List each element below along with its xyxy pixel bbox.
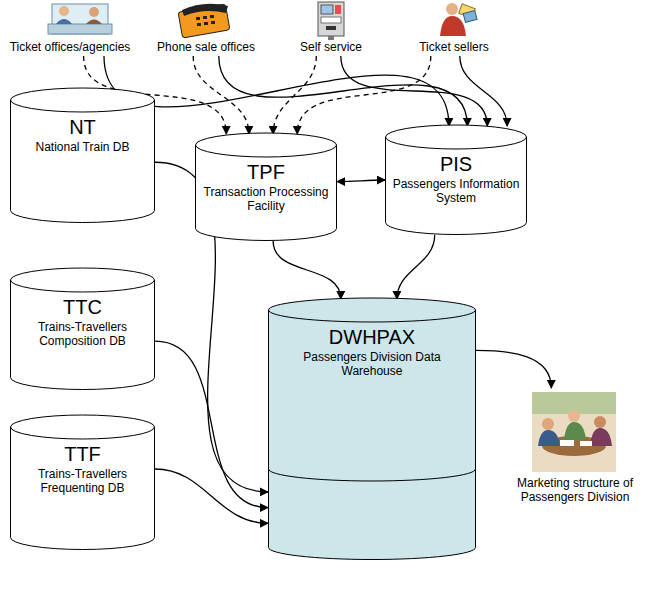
node-content: TTCTrains-Travellers Composition DB	[10, 268, 155, 354]
node-text: Passengers Information System	[391, 177, 521, 205]
source-label: Marketing structure of Passengers Divisi…	[496, 388, 654, 512]
source-label: Ticket offices/agencies	[2, 2, 138, 56]
node-content: Ticket sellers	[396, 2, 512, 56]
source-label: Ticket sellers	[396, 2, 512, 56]
flow-arrow	[341, 56, 487, 126]
flow-arrow	[460, 56, 507, 126]
phone-icon	[178, 4, 230, 38]
ticket-seller-icon	[440, 3, 477, 36]
flow-arrow	[273, 241, 341, 299]
flow-arrow	[397, 235, 435, 299]
node-content: TTFTrains-Travellers Frequenting DB	[10, 415, 155, 501]
flow-arrow	[155, 341, 268, 507]
cylinder-outline	[10, 88, 155, 223]
flow-arrow	[193, 56, 249, 134]
node-text: Trains-Travellers Frequenting DB	[16, 467, 149, 495]
node-content: Phone sale offices	[142, 2, 270, 56]
database-cylinder: NT National Train DB	[10, 88, 155, 223]
node-content: NT National Train DB	[10, 88, 155, 160]
db-name: TPF	[201, 161, 331, 183]
source-label: Self service	[282, 2, 380, 56]
node-text: National Train DB	[16, 140, 149, 154]
marketing-meeting-icon	[532, 392, 616, 472]
node-text: Phone sale offices	[144, 40, 268, 54]
node-text: Ticket sellers	[398, 40, 510, 54]
node-text: Transaction Processing Facility	[201, 185, 331, 213]
node-content: Ticket offices/agencies	[2, 2, 138, 56]
node-content: PISPassengers Information System	[385, 125, 527, 211]
ticket-office-icon	[48, 4, 112, 34]
flow-arrow	[104, 56, 449, 126]
database-cylinder: TPFTransaction Processing Facility	[195, 133, 337, 241]
node-content: Marketing structure of Passengers Divisi…	[496, 388, 654, 506]
flow-arrow	[273, 56, 316, 134]
node-content: DWHPAXPassengers Division Data Warehouse	[268, 298, 476, 384]
flow-arrow	[337, 180, 385, 182]
db-name: PIS	[391, 153, 521, 175]
flow-arrow	[476, 350, 551, 388]
database-cylinder: TTCTrains-Travellers Composition DB	[10, 268, 155, 390]
database-cylinder: DWHPAXPassengers Division Data Warehouse	[268, 298, 476, 560]
node-text: Ticket offices/agencies	[4, 40, 136, 54]
db-name: NT	[16, 116, 149, 138]
node-text: Self service	[284, 40, 378, 54]
node-text: Passengers Division Data Warehouse	[274, 350, 470, 378]
database-cylinder: PISPassengers Information System	[385, 125, 527, 235]
node-text: Trains-Travellers Composition DB	[16, 320, 149, 348]
db-name: TTF	[16, 443, 149, 465]
database-cylinder: TTFTrains-Travellers Frequenting DB	[10, 415, 155, 550]
flow-arrow	[297, 56, 431, 134]
ticket-machine-icon	[318, 2, 344, 40]
node-content: TPFTransaction Processing Facility	[195, 133, 337, 219]
flow-arrow	[155, 469, 268, 523]
db-name: DWHPAX	[274, 326, 470, 348]
db-name: TTC	[16, 296, 149, 318]
node-text: Marketing structure of Passengers Divisi…	[498, 476, 652, 504]
source-label: Phone sale offices	[142, 2, 270, 56]
node-content: Self service	[282, 2, 380, 56]
